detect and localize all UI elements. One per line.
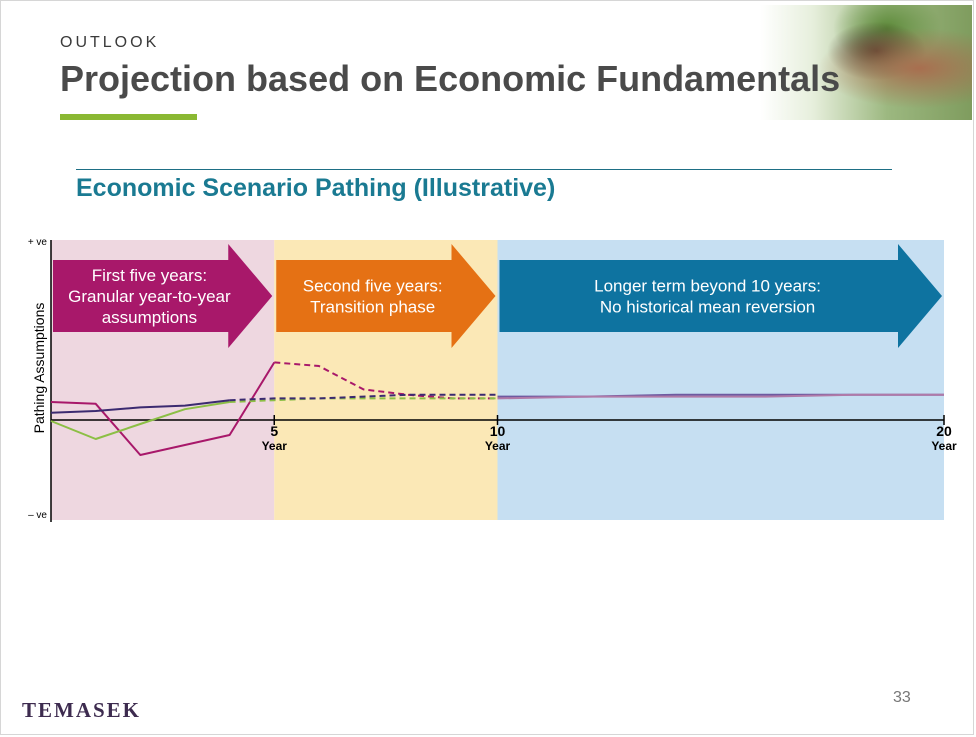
phase-arrow-text: First five years:: [92, 266, 207, 285]
title-accent-bar: [60, 114, 197, 120]
x-tick-label: 20: [936, 423, 952, 439]
y-tick-label: + ve: [28, 237, 48, 248]
phase-arrow-3: [499, 244, 942, 348]
phase-arrow-2: [276, 244, 496, 348]
seedling-photo: [760, 5, 972, 120]
series-line-5: [497, 393, 944, 400]
y-axis-label: Pathing Assumptions: [31, 303, 47, 434]
pathing-chart: First five years: Granular year-to-year as…: [28, 237, 957, 522]
temasek-logo: TEMASEK: [22, 698, 142, 722]
phase-arrow-text: Granular year-to-year: [68, 287, 231, 306]
slide-title: Projection based on Economic Fundamental…: [60, 58, 841, 99]
x-tick-unit: Year: [485, 439, 511, 453]
page-number: 33: [893, 689, 911, 706]
subtitle-rule: [76, 169, 892, 170]
x-tick-unit: Year: [931, 439, 957, 453]
y-tick-label: – ve: [28, 510, 47, 521]
series-line-3: [50, 399, 230, 414]
chart-subtitle: Economic Scenario Pathing (Illustrative): [76, 174, 556, 202]
series-projection-2: [229, 397, 498, 403]
series-line-1: [50, 361, 276, 456]
x-tick-label: 5: [270, 423, 278, 439]
section-label: OUTLOOK: [60, 34, 160, 51]
phase-arrow-text: Longer term beyond 10 years:: [594, 277, 821, 296]
phase-arrow-text: Transition phase: [310, 298, 435, 317]
series-projection-3: [229, 393, 498, 402]
x-tick-unit: Year: [262, 439, 288, 453]
phase-arrow-text: Second five years:: [303, 277, 443, 296]
x-tick-label: 10: [490, 423, 506, 439]
phase-arrow-text: No historical mean reversion: [600, 298, 815, 317]
phase-arrow-text: assumptions: [102, 308, 197, 327]
series-line-2: [50, 401, 230, 440]
phase-arrow-1: [53, 244, 273, 348]
